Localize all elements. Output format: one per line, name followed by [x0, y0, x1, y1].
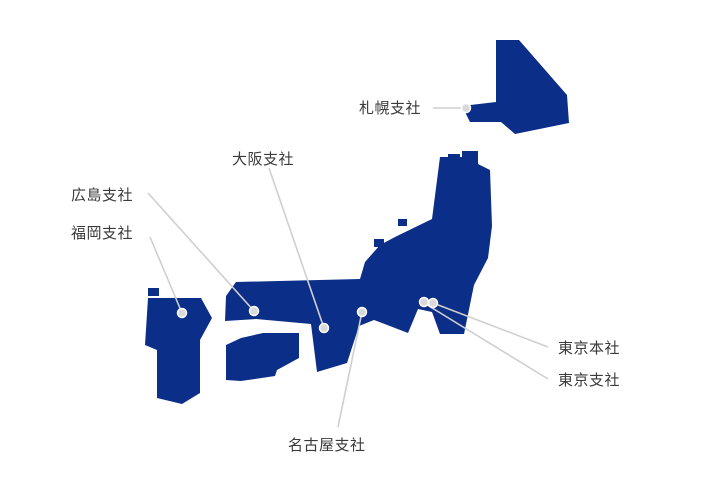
osaka-leader-line	[268, 167, 325, 329]
tokyo-hq-leader-line	[432, 302, 549, 348]
honshu-region	[225, 151, 492, 372]
osaka-marker[interactable]	[318, 322, 330, 334]
nagoya-leader-line	[337, 311, 363, 428]
tokyo-label[interactable]: 東京支社	[558, 371, 621, 389]
sapporo-marker[interactable]	[460, 102, 472, 114]
hiroshima-marker[interactable]	[248, 305, 260, 317]
kyushu-region	[145, 298, 212, 404]
osaka-label[interactable]: 大阪支社	[232, 150, 295, 168]
northern-islet	[448, 154, 460, 161]
sado-islet	[374, 239, 384, 247]
fukuoka-label[interactable]: 福岡支社	[71, 224, 134, 242]
tokyo-hq-marker[interactable]	[427, 297, 439, 309]
nagoya-marker[interactable]	[356, 306, 368, 318]
tokyo-hq-label[interactable]: 東京本社	[558, 339, 621, 357]
shikoku-region	[226, 333, 299, 381]
hiroshima-leader-line	[147, 192, 255, 312]
nagoya-label[interactable]: 名古屋支社	[288, 436, 366, 454]
fukuoka-leader-line	[149, 236, 183, 314]
tokyo-marker[interactable]	[418, 296, 430, 308]
tsushima-islet	[148, 288, 159, 296]
sapporo-label[interactable]: 札幌支社	[359, 99, 422, 117]
noto-islet	[398, 219, 407, 226]
hiroshima-label[interactable]: 広島支社	[71, 186, 134, 204]
fukuoka-marker[interactable]	[176, 307, 188, 319]
tokyo-leader-line	[423, 302, 549, 380]
hokkaido-region	[462, 40, 569, 134]
